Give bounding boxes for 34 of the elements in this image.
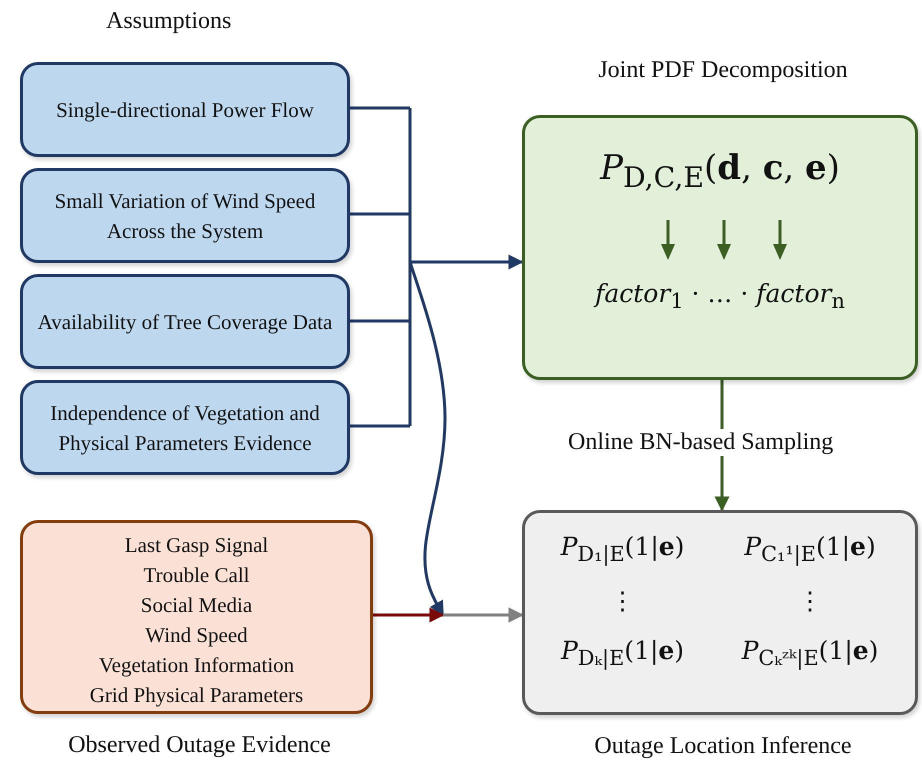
connector-line	[350, 106, 410, 110]
evidence-item: Vegetation Information	[98, 652, 296, 679]
arrow	[408, 262, 446, 616]
arrow	[410, 254, 524, 270]
assumption-box	[20, 274, 350, 369]
group-heading: Assumptions	[106, 8, 232, 35]
box-heading: Outage Location Inference	[593, 732, 853, 760]
evidence-item: Trouble Call	[142, 562, 250, 589]
evidence-item: Social Media	[140, 592, 254, 619]
formula: P$_{D,C,E}$(d, c, e)	[598, 147, 841, 196]
assumption-box	[20, 168, 350, 263]
assumption-text: Small Variation of Wind Speed Across the System	[54, 188, 316, 244]
assumption-text: Independence of Vegetation and Physical Parameters Evidence	[49, 400, 321, 456]
connector-line	[350, 320, 410, 322]
assumption-text: Single-directional Power Flow	[55, 96, 315, 124]
formula: P$_{Cₖᶻᵏ|E}$(1|e)	[740, 635, 880, 672]
connector-line	[350, 212, 410, 216]
assumption-box	[20, 62, 350, 157]
evidence-item: Grid Physical Parameters	[88, 682, 304, 709]
assumption-text: Availability of Tree Coverage Data	[36, 308, 334, 336]
connector-line	[350, 424, 410, 428]
formula: ⋮	[796, 585, 824, 617]
formula: P$_{Dₖ|E}$(1|e)	[560, 635, 686, 672]
evidence-item: Wind Speed	[144, 622, 249, 649]
formula: P$_{D₁|E}$(1|e)	[559, 531, 686, 568]
formula: P$_{C₁¹|E}$(1|e)	[743, 531, 877, 568]
connector-line	[408, 108, 412, 426]
evidence-item: Last Gasp Signal	[124, 532, 270, 559]
assumption-box	[20, 380, 350, 475]
formula: ⋮	[609, 585, 636, 617]
box-heading: Joint PDF Decomposition	[597, 56, 849, 84]
box-heading: Observed Outage Evidence	[67, 731, 332, 759]
formula: factor$_{1}$ · … · factor$_{n}$	[592, 278, 846, 315]
arrow	[443, 608, 524, 622]
